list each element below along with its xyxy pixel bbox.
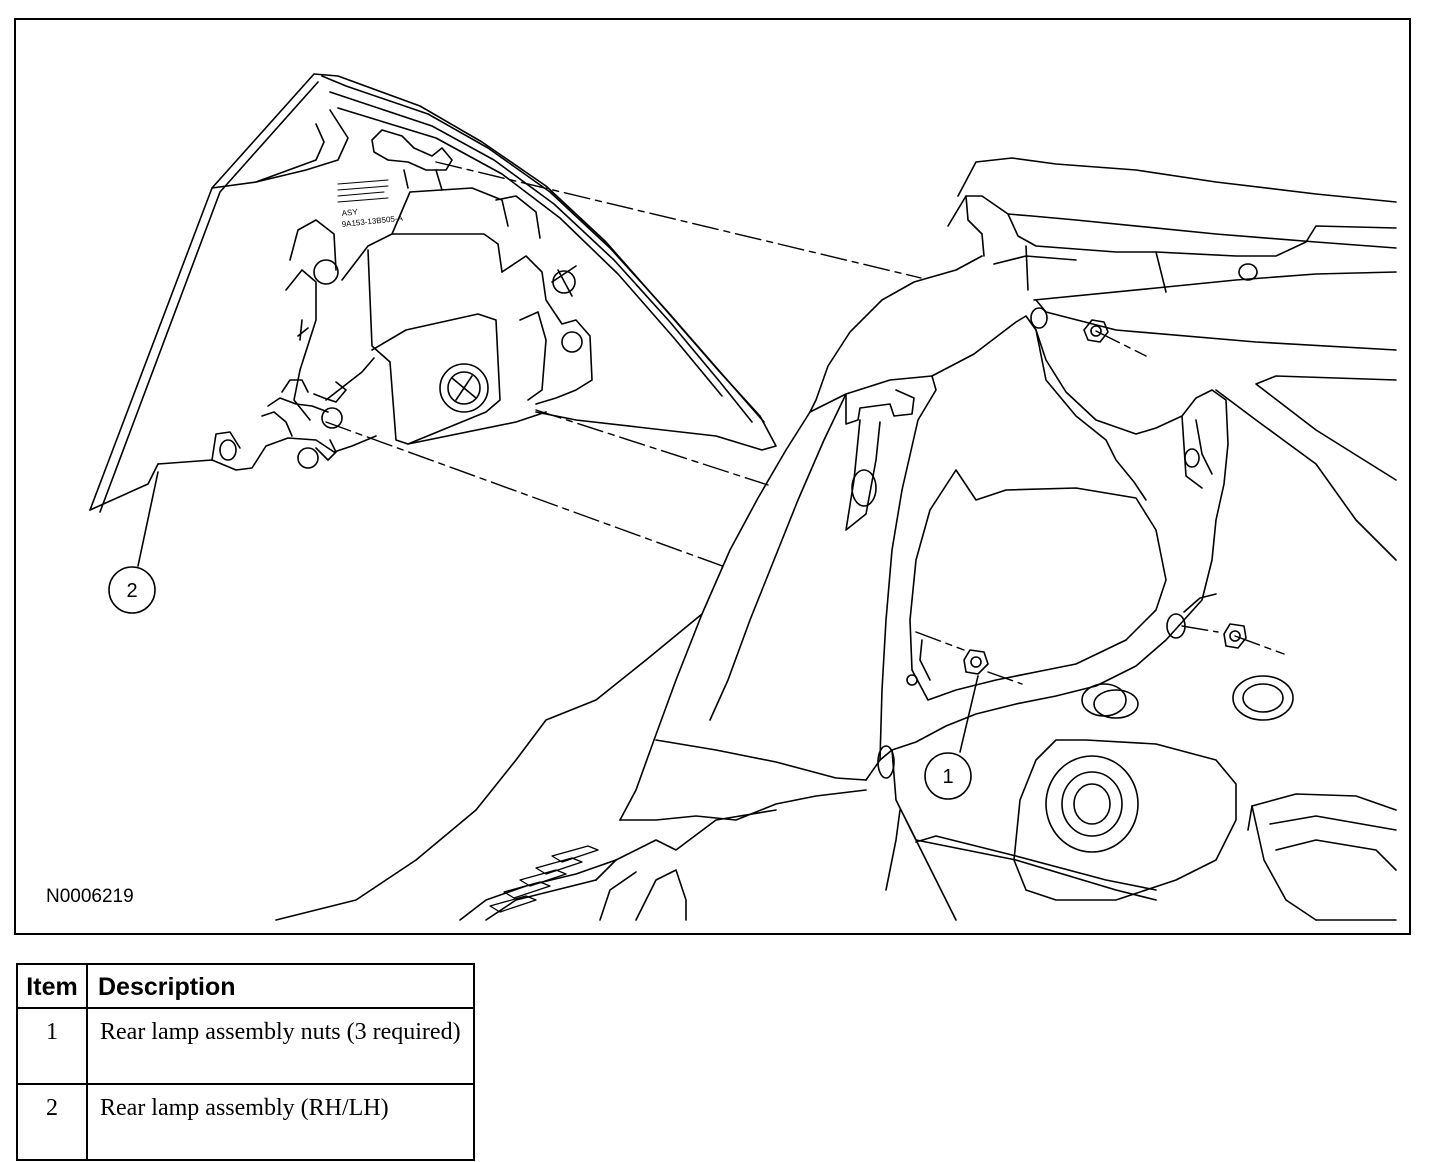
legend-table: Item Description 1 Rear lamp assembly nu…: [16, 963, 475, 1161]
legend-item-number: 1: [16, 1007, 88, 1085]
housing-text-marks: [337, 179, 389, 203]
legend-item-description: Rear lamp assembly nuts (3 required): [86, 1007, 475, 1085]
figure-id-label: N0006219: [46, 886, 134, 907]
legend-row: 2 Rear lamp assembly (RH/LH): [16, 1083, 475, 1161]
legend-header-description: Description: [86, 963, 475, 1009]
legend-header-row: Item Description: [16, 963, 475, 1009]
legend-item-description: Rear lamp assembly (RH/LH): [86, 1083, 475, 1161]
legend-item-number: 2: [16, 1083, 88, 1161]
exploded-view-illustration: 2 1 ASY 9A153-13B505-A: [89, 73, 1397, 921]
figure-frame: 2 1 ASY 9A153-13B505-A N0006219: [14, 18, 1411, 935]
callout-2-label: 2: [126, 580, 137, 602]
rear-lamp-assembly: [89, 73, 777, 513]
housing-part-label-line1: ASY: [341, 207, 359, 218]
trunk-vent-slots: [489, 845, 599, 913]
legend-row: 1 Rear lamp assembly nuts (3 required): [16, 1007, 475, 1085]
mounting-nuts: [963, 319, 1247, 675]
vehicle-body-panel: [275, 157, 1397, 921]
alignment-lines: [325, 161, 1285, 685]
callout-1: 1: [924, 675, 979, 800]
callout-1-label: 1: [942, 766, 953, 788]
legend-header-item: Item: [16, 963, 88, 1009]
callout-2: 2: [108, 471, 159, 614]
